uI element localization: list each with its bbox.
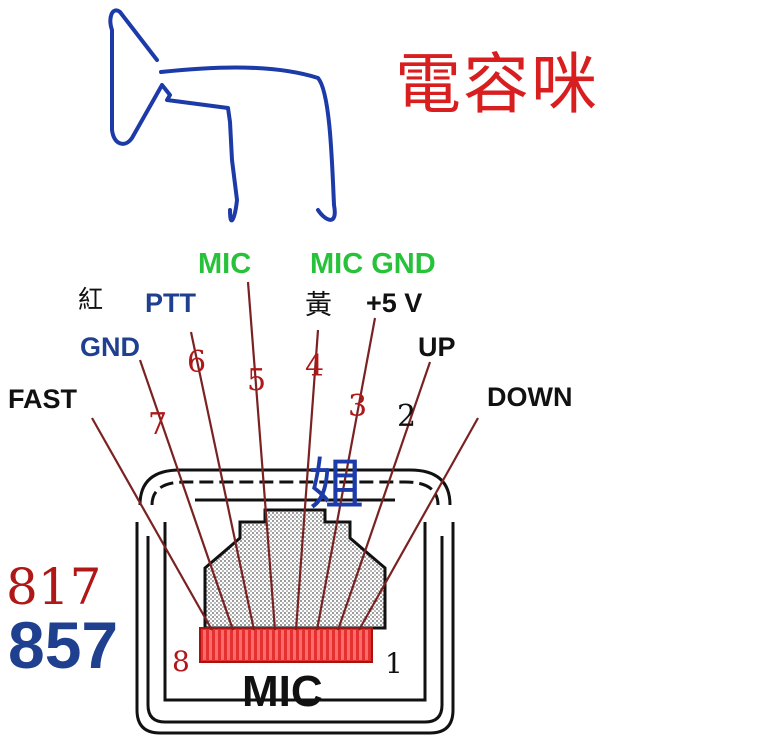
latch-tab xyxy=(203,508,387,630)
annotation-red: 紅 xyxy=(78,285,104,314)
contact-tooth xyxy=(305,630,308,660)
pin-name-yellow: 黃 xyxy=(305,290,332,321)
contact-tooth xyxy=(347,630,350,660)
contact-tooth xyxy=(245,630,248,660)
model-817: 817 xyxy=(6,558,102,616)
model-857: 857 xyxy=(8,608,119,682)
rj45-jack-outline xyxy=(135,468,455,735)
contact-tooth xyxy=(365,630,368,660)
title: 電容咪 xyxy=(395,46,599,123)
wire-pin-5 xyxy=(246,281,277,631)
condenser-mic-sketch xyxy=(108,8,337,223)
pin-number-3: 3 xyxy=(348,389,368,424)
pin-name-down: DOWN xyxy=(487,382,573,412)
contact-tooth xyxy=(257,630,260,660)
wire-pin-6 xyxy=(189,331,256,631)
wire-pin-4 xyxy=(294,329,320,631)
contact-tooth xyxy=(263,630,266,660)
contact-tooth xyxy=(227,630,230,660)
contact-tooth xyxy=(269,630,272,660)
wire-pin-1 xyxy=(358,417,479,631)
contact-tooth xyxy=(359,630,362,660)
wire-pin-7 xyxy=(138,359,235,631)
pin-name-gnd: GND xyxy=(80,332,140,362)
contact-tooth xyxy=(335,630,338,660)
pin-name-fast: FAST xyxy=(8,384,78,414)
connector-label: MIC xyxy=(242,667,323,716)
contact-tooth xyxy=(215,630,218,660)
pin-name-plus5v: +5 V xyxy=(366,288,423,318)
contact-end-right: 1 xyxy=(385,647,403,680)
contact-tooth xyxy=(287,630,290,660)
contact-tooth xyxy=(329,630,332,660)
contact-tooth xyxy=(281,630,284,660)
pin-name-up: UP xyxy=(418,332,456,362)
contact-tooth xyxy=(203,630,206,660)
contact-block xyxy=(199,627,373,663)
pin-number-5: 5 xyxy=(247,363,267,398)
contact-tooth xyxy=(353,630,356,660)
contact-tooth xyxy=(239,630,242,660)
contact-tooth xyxy=(311,630,314,660)
label-mic-gnd: MIC GND xyxy=(310,248,436,280)
contact-tooth xyxy=(233,630,236,660)
pin-number-4: 4 xyxy=(305,349,325,384)
contact-tooth xyxy=(317,630,320,660)
wire-pin-3 xyxy=(315,317,377,631)
contact-tooth xyxy=(341,630,344,660)
contact-tooth xyxy=(251,630,254,660)
pin-name-ptt: PTT xyxy=(145,288,196,318)
annotation-sister: 姐 xyxy=(308,453,364,518)
contact-tooth xyxy=(299,630,302,660)
contact-tooth xyxy=(221,630,224,660)
contact-tooth xyxy=(293,630,296,660)
contact-end-left: 8 xyxy=(172,645,190,678)
contact-tooth xyxy=(209,630,212,660)
pin-number-2: 2 xyxy=(397,399,417,434)
label-mic: MIC xyxy=(198,248,252,280)
wire-pin-8 xyxy=(91,417,213,631)
contact-tooth xyxy=(275,630,278,660)
wire-pin-2 xyxy=(336,361,432,631)
pin-number-6: 6 xyxy=(187,345,207,380)
pin-number-7: 7 xyxy=(148,407,168,442)
contact-tooth xyxy=(323,630,326,660)
